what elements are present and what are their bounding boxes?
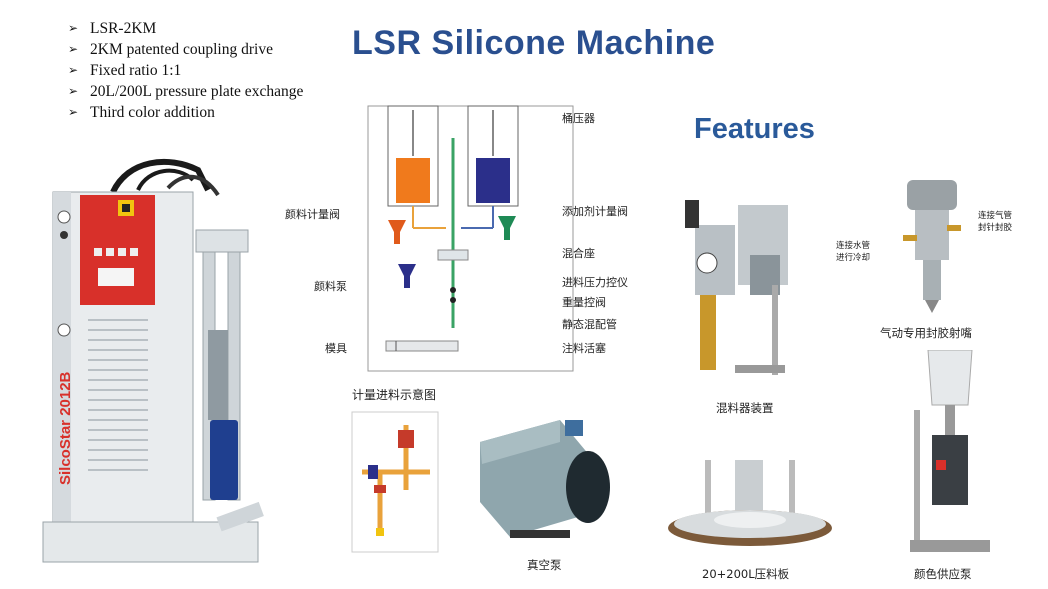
- nozzle-air-note: 连接气管 封针封胶: [978, 211, 1013, 233]
- injection-nozzle-image: [903, 180, 961, 313]
- pressure-plate-image: [668, 460, 832, 546]
- label-feed-pressure-controller: 进料压力控仪: [562, 276, 628, 289]
- arrow-bullet-icon: ➢: [68, 105, 79, 119]
- vacuum-pump-image: [480, 420, 610, 538]
- label-injection-piston: 注料活塞: [562, 342, 606, 355]
- color-supply-pump-caption: 颜色供应泵: [914, 567, 972, 581]
- metering-diagram-caption: 计量进料示意图: [352, 388, 437, 402]
- pressure-plate-caption: 20+200L压料板: [702, 567, 790, 581]
- label-drum-press: 桶压器: [562, 112, 595, 125]
- system-schematic-diagram: [367, 105, 574, 372]
- bullet-item: ➢Third color addition: [68, 104, 215, 121]
- orange-tank: [396, 158, 430, 203]
- nozzle-water-note: 连接水管 进行冷却: [836, 241, 871, 263]
- label-additive-metering-valve: 添加剂计量阀: [562, 205, 628, 218]
- bullet-item: ➢Fixed ratio 1:1: [68, 62, 182, 79]
- silicone-machine-illustration: SilcoStar 2012B: [42, 158, 264, 563]
- bullet-item: ➢20L/200L pressure plate exchange: [68, 83, 304, 100]
- color-supply-pump-image: [910, 350, 990, 552]
- label-mold: 模具: [325, 342, 347, 355]
- label-pigment-metering-valve: 颜料计量阀: [285, 208, 340, 221]
- arrow-bullet-icon: ➢: [68, 42, 79, 56]
- arrow-bullet-icon: ➢: [68, 63, 79, 77]
- label-weight-control-valve: 重量控阀: [562, 296, 606, 309]
- vacuum-pump-caption: 真空泵: [527, 558, 562, 572]
- arrow-bullet-icon: ➢: [68, 21, 79, 35]
- page-title: LSR Silicone Machine: [352, 24, 716, 62]
- bullet-item: ➢LSR-2KM: [68, 20, 157, 37]
- label-mixing-seat: 混合座: [562, 247, 595, 260]
- mixer-device-caption: 混料器装置: [716, 401, 774, 415]
- blue-tank: [476, 158, 510, 203]
- label-pigment-pump: 颜料泵: [314, 280, 347, 293]
- nozzle-caption: 气动专用封胶射嘴: [880, 326, 972, 340]
- machine-label: SilcoStar 2012B: [57, 371, 74, 485]
- label-static-mixing-tube: 静态混配管: [562, 318, 617, 331]
- feature-bullet-list: ➢LSR-2KM ➢2KM patented coupling drive ➢F…: [68, 18, 308, 123]
- metering-feed-diagram: [351, 411, 439, 553]
- bullet-item: ➢2KM patented coupling drive: [68, 41, 273, 58]
- features-heading: Features: [694, 113, 815, 145]
- arrow-bullet-icon: ➢: [68, 84, 79, 98]
- control-panel: [80, 195, 155, 305]
- mixer-device-image: [685, 200, 788, 375]
- pigment-bucket: [210, 420, 238, 500]
